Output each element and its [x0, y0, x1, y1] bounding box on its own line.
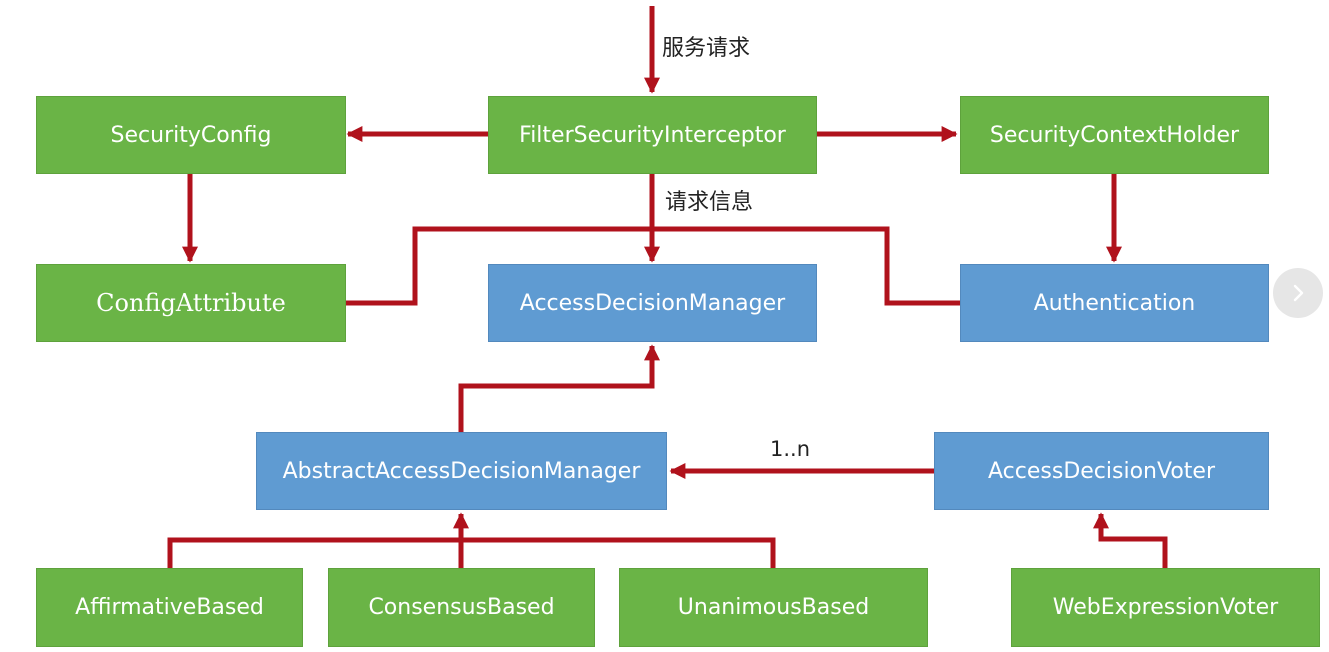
edge-affirmative-to-abstract	[167, 537, 776, 568]
label-multiplicity: 1..n	[770, 437, 811, 461]
node-affirmative-based: AffirmativeBased	[36, 568, 303, 647]
label-service-request: 服务请求	[662, 36, 751, 61]
edge-config-attribute-to-decision-manager	[345, 226, 652, 306]
node-access-decision-voter: AccessDecisionVoter	[934, 432, 1269, 510]
chevron-right-icon	[1293, 284, 1304, 302]
node-abstract-access-decision-manager: AbstractAccessDecisionManager	[256, 432, 667, 510]
node-config-attribute: ConfigAttribute	[36, 264, 346, 342]
edge-authentication-to-decision-manager	[652, 226, 961, 306]
node-consensus-based: ConsensusBased	[328, 568, 595, 647]
node-unanimous-based: UnanimousBased	[619, 568, 928, 647]
edge-abstract-to-decision-manager	[458, 344, 661, 432]
node-filter-security-interceptor: FilterSecurityInterceptor	[488, 96, 817, 174]
node-web-expression-voter: WebExpressionVoter	[1011, 568, 1320, 647]
node-authentication: Authentication	[960, 264, 1269, 342]
node-security-config: SecurityConfig	[36, 96, 346, 174]
label-request-info: 请求信息	[665, 190, 754, 215]
node-security-context-holder: SecurityContextHolder	[960, 96, 1269, 174]
node-access-decision-manager: AccessDecisionManager	[488, 264, 817, 342]
edge-web-expression-to-voter	[1092, 512, 1168, 568]
next-slide-button[interactable]	[1273, 268, 1323, 318]
